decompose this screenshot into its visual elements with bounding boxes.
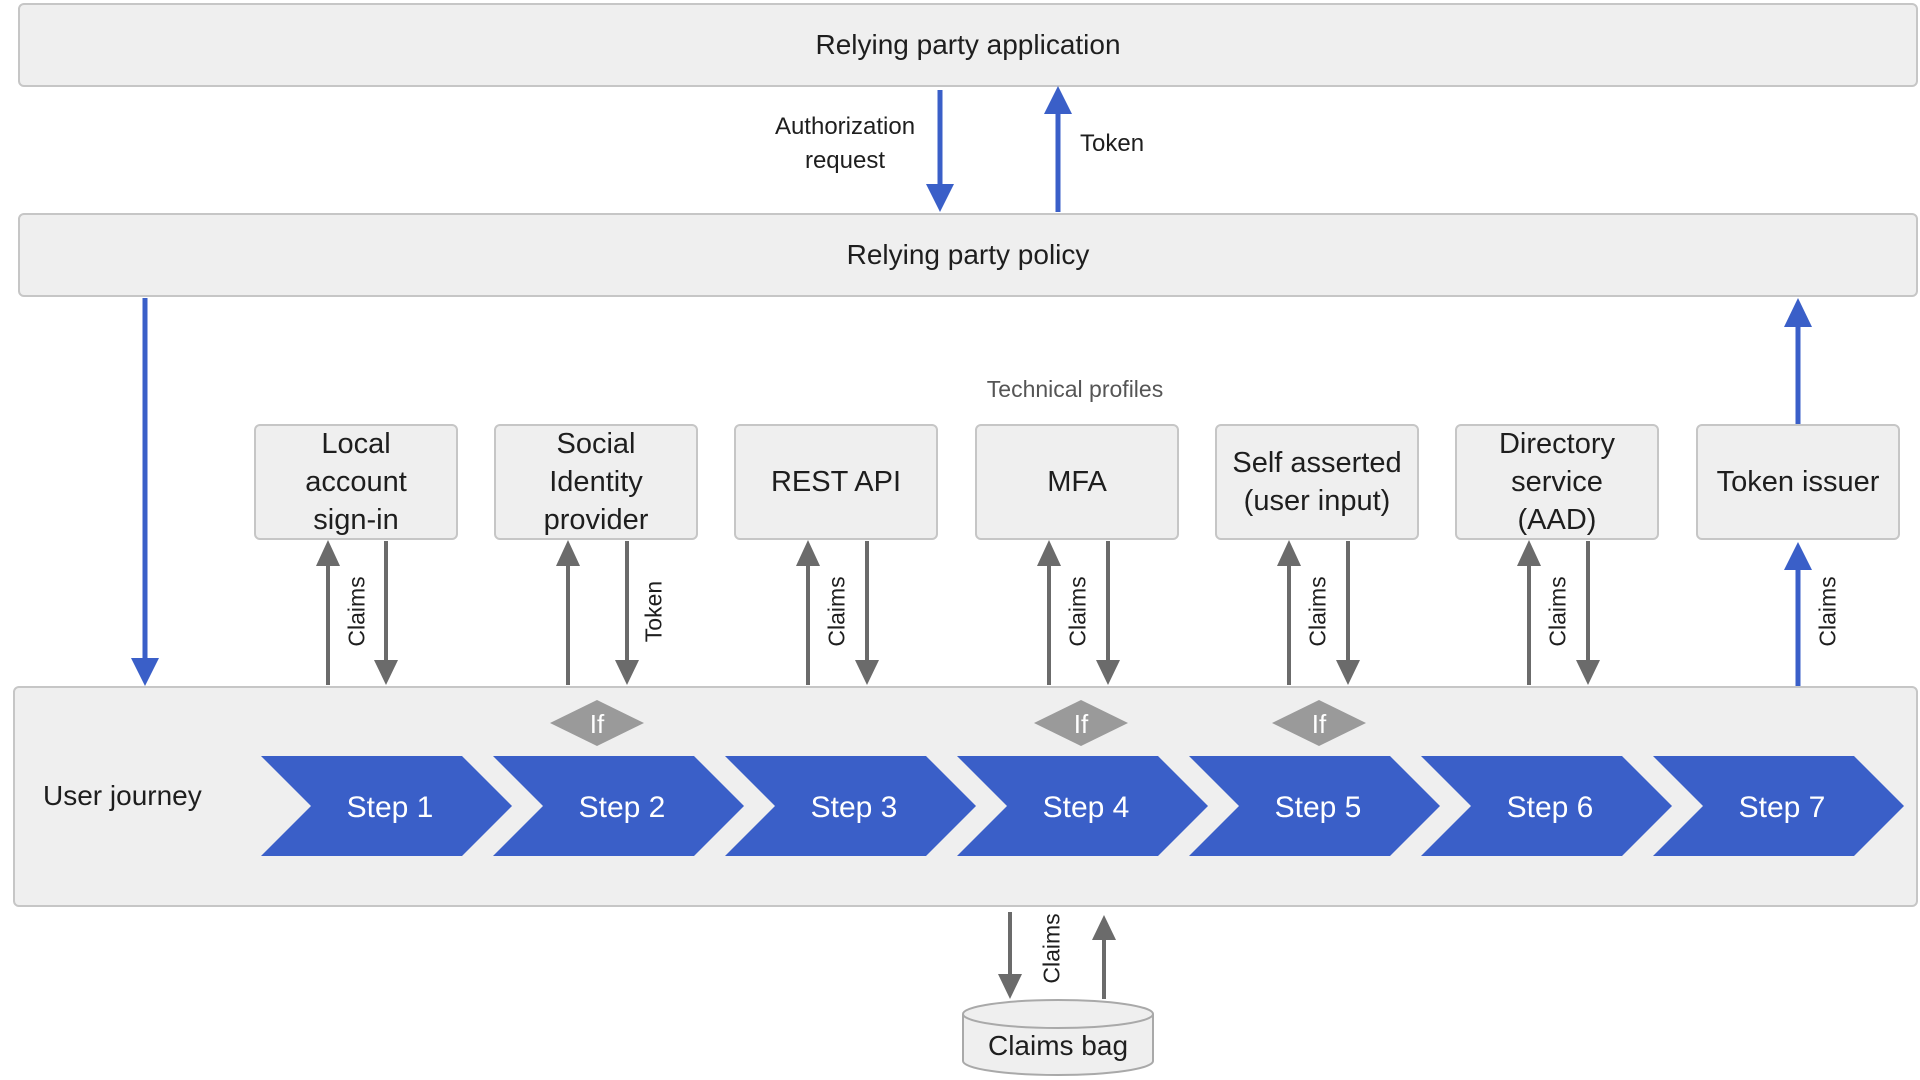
relying-party-policy: Relying party policy — [18, 213, 1918, 297]
step-2-chevron: Step 2 — [493, 756, 744, 856]
tp-arrows-1 — [316, 540, 398, 685]
step-1-label: Step 1 — [347, 791, 434, 824]
tp-social-identity-provider: Social Identity provider — [494, 424, 698, 540]
claims-bag-edge-label: Claims — [1038, 913, 1065, 984]
claims-bag-to-journey-arrow — [1092, 915, 1116, 999]
tp-arrows-6 — [1517, 540, 1600, 685]
tp-rest-api: REST API — [734, 424, 938, 540]
claims-bag-cylinder — [962, 999, 1154, 1076]
technical-profiles-heading: Technical profiles — [986, 376, 1164, 402]
tp-social-identity-provider-label: Social Identity provider — [543, 428, 649, 536]
tp-token-issuer: Token issuer — [1696, 424, 1900, 540]
step-4-chevron: Step 4 — [957, 756, 1208, 856]
tp-directory-service: Directory service (AAD) — [1455, 424, 1659, 540]
tp-mfa-label: MFA — [1047, 466, 1107, 498]
if-diamond-step-5: If — [1272, 700, 1366, 746]
tp-rest-api-label: REST API — [770, 466, 902, 498]
tp-local-account-signin-label: Local account sign-in — [305, 428, 407, 536]
tp-arrows-7 — [1784, 542, 1812, 686]
edge-label-6: Claims — [1544, 576, 1571, 647]
edge-label-1: Claims — [343, 576, 370, 647]
relying-party-policy-label: Relying party policy — [846, 239, 1090, 270]
tp-local-account-signin: Local account sign-in — [254, 424, 458, 540]
relying-party-application: Relying party application — [18, 3, 1918, 87]
tp-arrows-2 — [556, 540, 639, 685]
authorization-request-label: Authorization request — [774, 113, 916, 174]
step-3-chevron: Step 3 — [725, 756, 976, 856]
step-2-label: Step 2 — [579, 791, 666, 824]
journey-to-claims-bag-arrow — [998, 912, 1022, 999]
edge-label-4: Claims — [1064, 576, 1091, 647]
token-label: Token — [1080, 130, 1145, 157]
if-diamond-step-4: If — [1034, 700, 1128, 746]
user-journey-label: User journey — [43, 780, 202, 811]
token-issuer-to-policy-arrow — [1784, 298, 1812, 424]
claims-bag-label: Claims bag — [987, 1030, 1129, 1061]
tp-mfa: MFA — [975, 424, 1179, 540]
relying-party-application-label: Relying party application — [815, 29, 1121, 60]
token-arrow — [1044, 86, 1072, 212]
tp-arrows-5 — [1277, 540, 1360, 685]
step-7-label: Step 7 — [1739, 791, 1826, 824]
if-label-2: If — [590, 709, 605, 739]
edge-label-3: Claims — [823, 576, 850, 647]
tp-arrows-4 — [1037, 540, 1120, 685]
tp-self-asserted-label: Self asserted (user input) — [1232, 447, 1402, 517]
tp-token-issuer-label: Token issuer — [1716, 466, 1880, 498]
if-label-5: If — [1312, 709, 1327, 739]
step-4-label: Step 4 — [1043, 791, 1130, 824]
edge-label-5: Claims — [1304, 576, 1331, 647]
authorization-request-arrow — [926, 90, 954, 212]
if-diamond-step-2: If — [550, 700, 644, 746]
if-label-4: If — [1074, 709, 1089, 739]
edge-label-7: Claims — [1814, 576, 1841, 647]
step-5-chevron: Step 5 — [1189, 756, 1440, 856]
policy-to-journey-arrow — [131, 298, 159, 686]
step-7-chevron: Step 7 — [1653, 756, 1904, 856]
tp-self-asserted: Self asserted (user input) — [1215, 424, 1419, 540]
step-1-chevron: Step 1 — [261, 756, 512, 856]
tp-directory-service-label: Directory service (AAD) — [1498, 428, 1615, 536]
tp-arrows-3 — [796, 540, 879, 685]
step-6-label: Step 6 — [1507, 791, 1594, 824]
step-6-chevron: Step 6 — [1421, 756, 1672, 856]
step-3-label: Step 3 — [811, 791, 898, 824]
edge-label-2: Token — [640, 580, 667, 643]
step-5-label: Step 5 — [1275, 791, 1362, 824]
